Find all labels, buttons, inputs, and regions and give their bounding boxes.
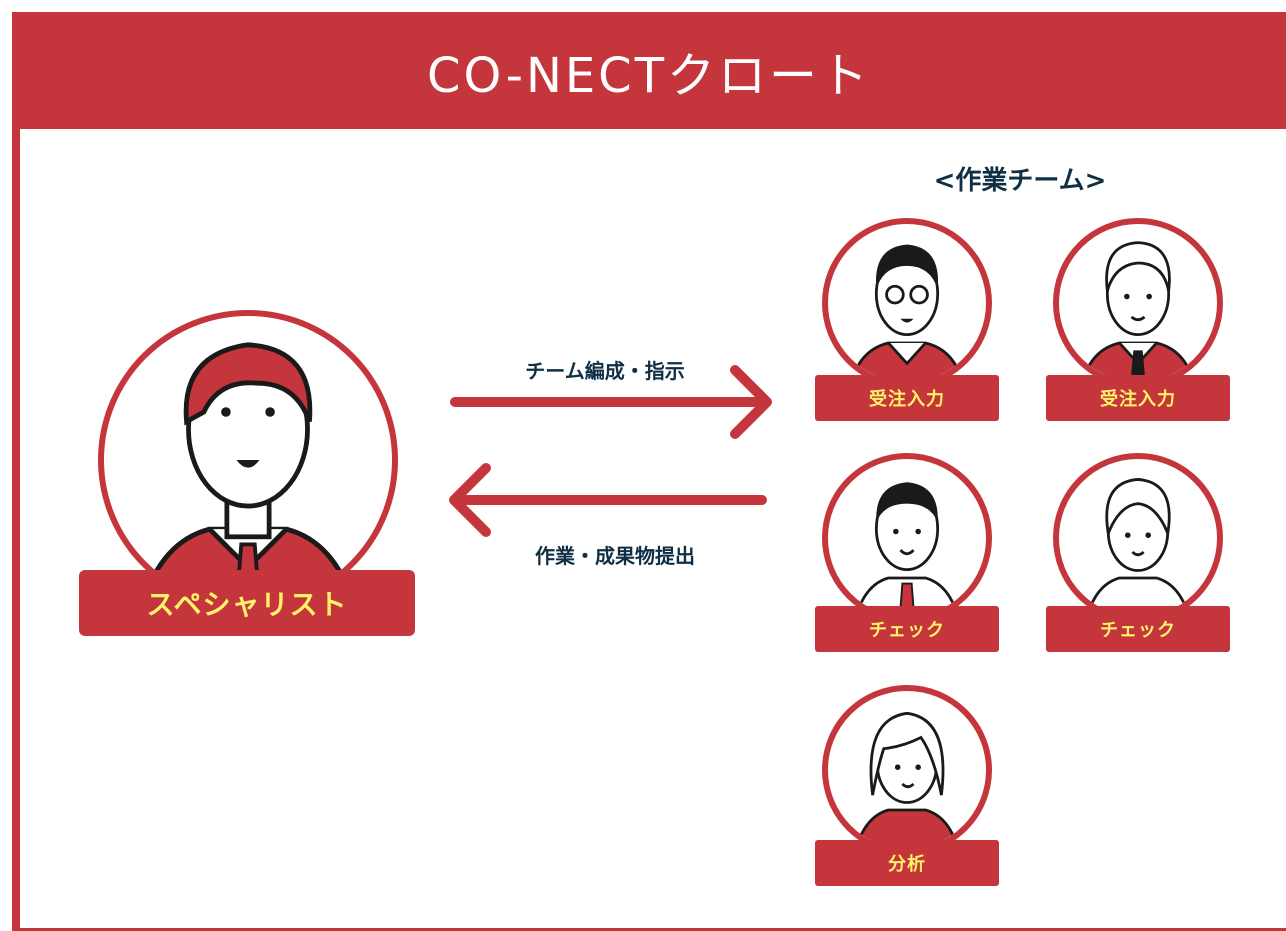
team-heading: <作業チーム> <box>933 166 1107 196</box>
header-title: CO-NECTクロート <box>426 47 872 104</box>
member-role-3: チェック <box>815 606 999 652</box>
member-role-1: 受注入力 <box>815 375 999 421</box>
member-role-5: 分析 <box>815 840 999 886</box>
flow-label-to-specialist: 作業・成果物提出 <box>535 544 695 568</box>
flow-label-to-team: チーム編成・指示 <box>525 359 685 383</box>
member-role-4: チェック <box>1046 606 1230 652</box>
man-short-hair-icon <box>854 482 960 617</box>
man-glasses-beard-icon <box>849 244 965 382</box>
woman-ponytail-icon <box>1085 478 1191 617</box>
specialist-man-icon <box>139 342 357 604</box>
specialist-avatar <box>98 310 398 610</box>
member-avatar-5 <box>822 685 992 855</box>
header-bar: CO-NECTクロート <box>12 12 1286 129</box>
specialist-label: スペシャリスト <box>79 570 415 636</box>
member-avatar-2 <box>1053 218 1223 388</box>
member-avatar-1 <box>822 218 992 388</box>
member-avatar-3 <box>822 453 992 623</box>
man-suit-tie-icon <box>1080 241 1196 382</box>
member-avatar-4 <box>1053 453 1223 623</box>
member-role-2: 受注入力 <box>1046 375 1230 421</box>
woman-bob-hair-icon <box>854 711 960 849</box>
